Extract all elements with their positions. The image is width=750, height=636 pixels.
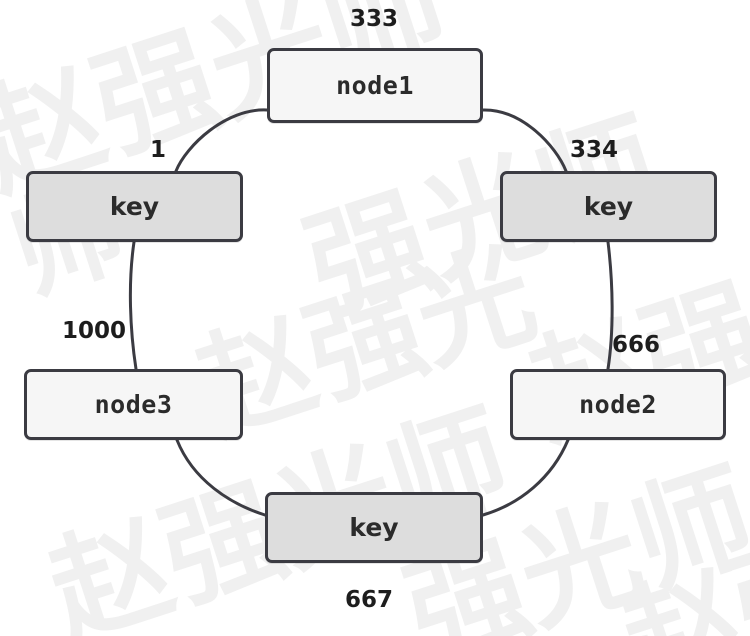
ring-box-key-667[interactable]: key bbox=[265, 492, 483, 563]
ring-box-key-1[interactable]: key bbox=[26, 171, 243, 242]
ring-position-label: 667 bbox=[345, 587, 394, 613]
ring-edge bbox=[606, 240, 614, 371]
node-label: node3 bbox=[94, 390, 173, 419]
ring-position-label: 333 bbox=[350, 6, 399, 32]
ring-box-node1[interactable]: node1 bbox=[267, 48, 483, 123]
key-label: key bbox=[583, 192, 634, 221]
node-label: node1 bbox=[336, 71, 414, 100]
ring-box-key-334[interactable]: key bbox=[500, 171, 717, 242]
ring-position-label: 1 bbox=[150, 137, 167, 163]
ring-edge bbox=[174, 108, 269, 173]
key-label: key bbox=[109, 192, 160, 221]
ring-edge bbox=[481, 108, 568, 173]
ring-edge bbox=[481, 438, 570, 517]
key-label: key bbox=[349, 513, 399, 542]
node-label: node2 bbox=[579, 390, 657, 419]
ring-edge bbox=[128, 240, 138, 371]
ring-position-label: 1000 bbox=[62, 318, 127, 344]
ring-edge bbox=[175, 438, 267, 517]
ring-box-node3[interactable]: node3 bbox=[24, 369, 243, 440]
ring-position-label: 334 bbox=[570, 137, 619, 163]
ring-position-label: 666 bbox=[612, 332, 661, 358]
ring-box-node2[interactable]: node2 bbox=[510, 369, 726, 440]
